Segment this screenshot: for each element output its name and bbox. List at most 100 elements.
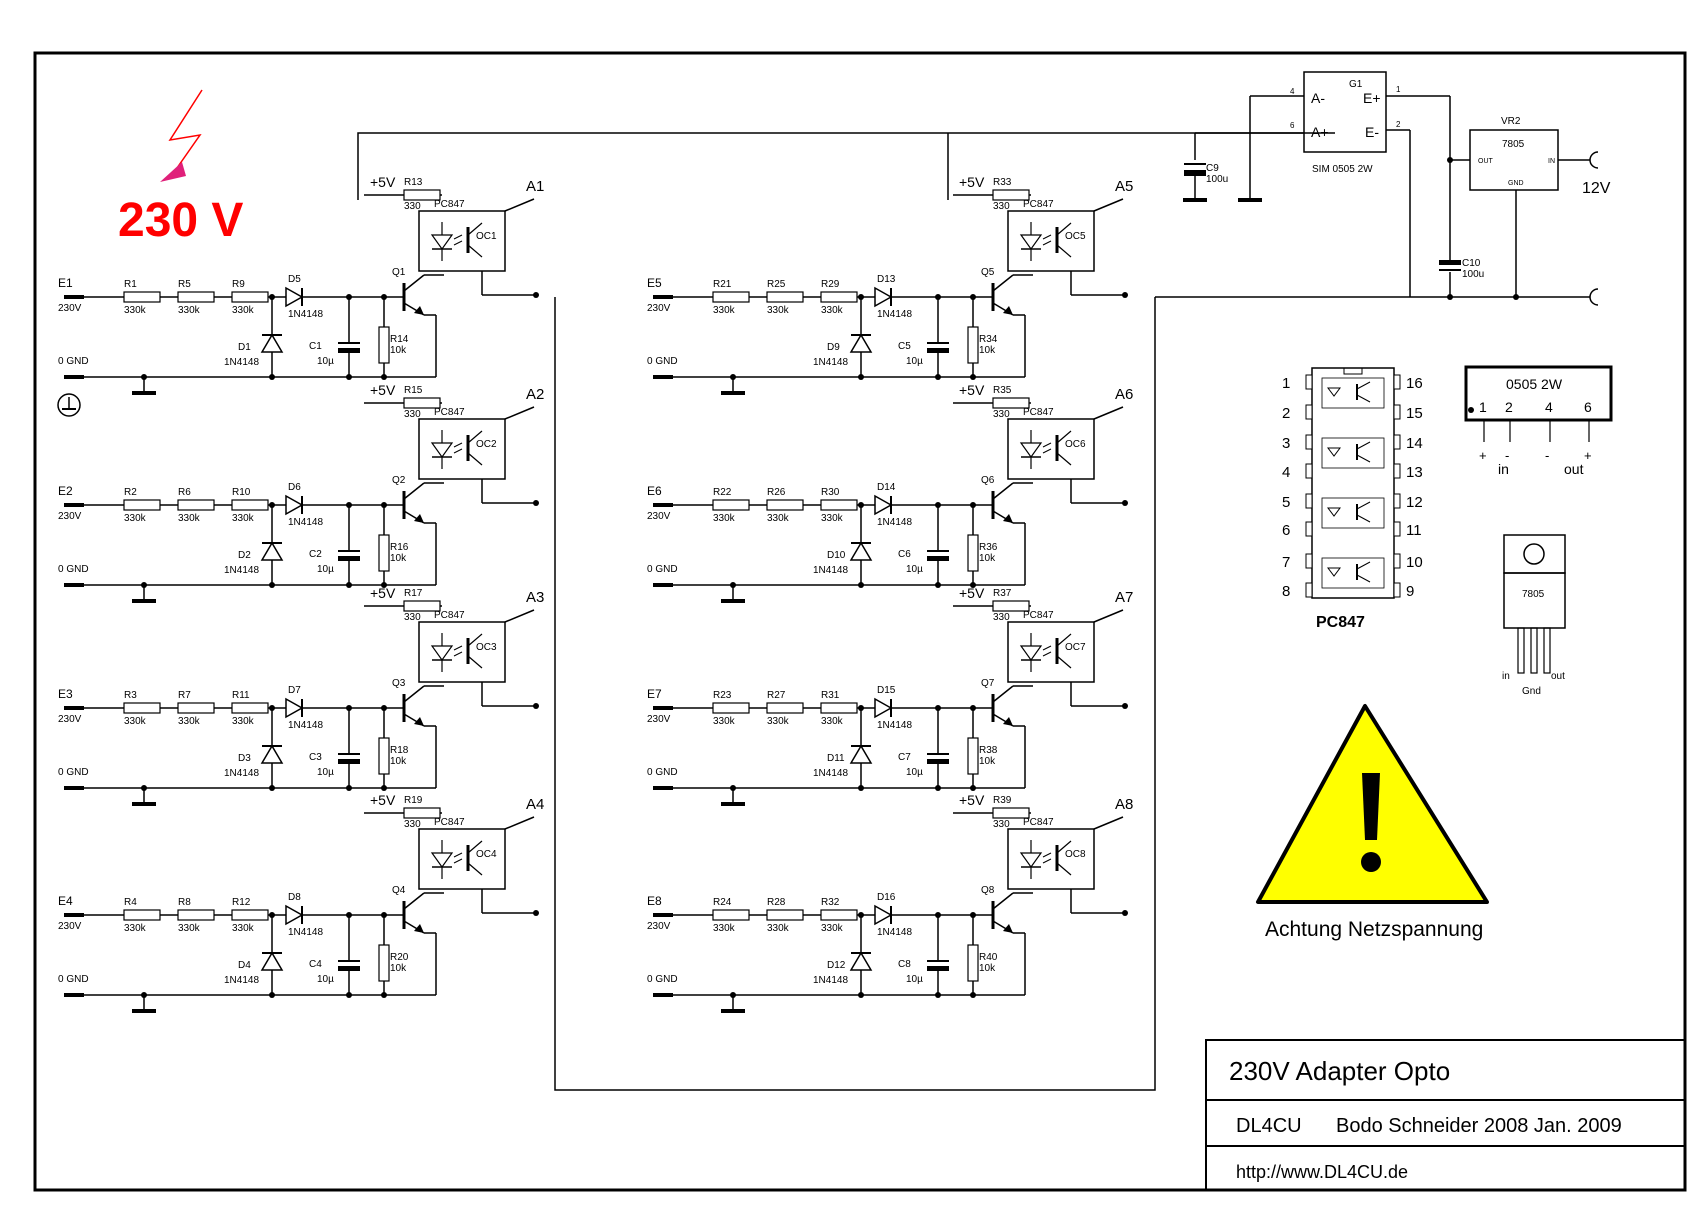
capacitor-value: 10µ bbox=[906, 356, 923, 367]
resistor-value: 330k bbox=[821, 305, 844, 316]
resistor-value: 330k bbox=[178, 923, 201, 934]
resistor-label: R38 bbox=[979, 745, 998, 756]
diode-icon bbox=[285, 904, 304, 926]
resistor-value: 330k bbox=[821, 513, 844, 524]
capacitor-value: 10µ bbox=[317, 767, 334, 778]
input-label: E4 bbox=[58, 894, 73, 908]
warning-voltage: 230 V bbox=[118, 194, 243, 247]
diode-label: D10 bbox=[827, 550, 846, 561]
resistor-value: 330 bbox=[404, 201, 421, 212]
pc847-pin-number: 7 bbox=[1282, 554, 1290, 571]
resistor-value: 330k bbox=[232, 923, 255, 934]
resistor-value: 330k bbox=[821, 923, 844, 934]
sheet-frame bbox=[33, 51, 1687, 1192]
supply-label: +5V bbox=[959, 792, 985, 808]
optocoupler-part: PC847 bbox=[434, 407, 465, 418]
resistor-value: 10k bbox=[979, 553, 996, 564]
optocoupler-label: OC2 bbox=[476, 439, 497, 450]
diode-label: D1 bbox=[238, 342, 251, 353]
pc847-pin-number: 11 bbox=[1406, 522, 1422, 539]
resistor-value: 330k bbox=[124, 923, 147, 934]
resistor-label: R11 bbox=[232, 690, 250, 701]
diode-value: 1N4148 bbox=[813, 565, 848, 576]
c9-value: 100u bbox=[1206, 174, 1228, 185]
diode-label: D11 bbox=[827, 753, 845, 764]
resistor-value: 330 bbox=[404, 409, 421, 420]
channel-4: E4230VR4330kR8330kR12330kD81N4148D41N414… bbox=[58, 792, 544, 1013]
g1-label: G1 bbox=[1349, 79, 1363, 90]
pc847-pin-number: 15 bbox=[1406, 405, 1423, 422]
capacitor-label: C7 bbox=[898, 752, 911, 763]
diode-value: 1N4148 bbox=[224, 768, 259, 779]
resistor-label: R10 bbox=[232, 487, 251, 498]
sim-pin-number: 6 bbox=[1584, 399, 1592, 415]
output-label: A8 bbox=[1115, 796, 1133, 813]
diode-label: D8 bbox=[288, 892, 301, 903]
diode-label: D14 bbox=[877, 482, 896, 493]
warning-text: Achtung Netzspannung bbox=[1265, 918, 1483, 941]
resistor-label: R13 bbox=[404, 177, 423, 188]
diode-label: D6 bbox=[288, 482, 301, 493]
lightning-icon bbox=[160, 89, 203, 182]
resistor-label: R25 bbox=[767, 279, 786, 290]
resistor-value: 10k bbox=[390, 553, 407, 564]
g1-pin4: 4 bbox=[1290, 87, 1295, 96]
resistor-value: 330k bbox=[713, 716, 736, 727]
gnd-label: 0 GND bbox=[647, 356, 678, 367]
optocoupler-part: PC847 bbox=[1023, 817, 1054, 828]
channel-5: E5230VR21330kR25330kR29330kD131N4148D91N… bbox=[647, 174, 1133, 395]
input-voltage-label: 230V bbox=[58, 921, 82, 932]
resistor-value: 10k bbox=[390, 963, 407, 974]
resistor-value: 330k bbox=[713, 305, 736, 316]
capacitor-value: 10µ bbox=[317, 356, 334, 367]
pc847-pin-number: 1 bbox=[1282, 375, 1290, 392]
resistor-value: 10k bbox=[979, 345, 996, 356]
resistor-label: R12 bbox=[232, 897, 251, 908]
resistor-value: 330k bbox=[767, 305, 790, 316]
channel-1: E1230VR1330kR5330kR9330kD51N4148D11N4148… bbox=[58, 174, 544, 395]
resistor-label: R22 bbox=[713, 487, 732, 498]
resistor-value: 330k bbox=[767, 513, 790, 524]
title-block: 230V Adapter Opto DL4CU Bodo Schneider 2… bbox=[1205, 1039, 1686, 1191]
resistor-value: 330k bbox=[178, 513, 201, 524]
g1-pin6: 6 bbox=[1290, 121, 1295, 130]
sim-pin-number: 4 bbox=[1545, 399, 1553, 415]
diode-value: 1N4148 bbox=[224, 975, 259, 986]
diode-value: 1N4148 bbox=[224, 357, 259, 368]
resistor-label: R31 bbox=[821, 690, 840, 701]
sim-pin-polarity: + bbox=[1584, 448, 1592, 463]
g1-e-minus: E- bbox=[1365, 124, 1379, 140]
resistor-label: R9 bbox=[232, 279, 245, 290]
resistor-value: 330 bbox=[404, 819, 421, 830]
resistor-label: R26 bbox=[767, 487, 786, 498]
g1-a-minus: A- bbox=[1311, 90, 1325, 106]
gnd-label: 0 GND bbox=[58, 564, 89, 575]
input-voltage-label: 230V bbox=[58, 714, 82, 725]
optocoupler-part: PC847 bbox=[434, 199, 465, 210]
sim-in-label: in bbox=[1498, 461, 1509, 477]
diode-label: D15 bbox=[877, 685, 896, 696]
capacitor-value: 10µ bbox=[317, 564, 334, 575]
diode-label: D7 bbox=[288, 685, 301, 696]
input-label: E8 bbox=[647, 894, 662, 908]
transistor-label: Q6 bbox=[981, 475, 995, 486]
pc847-pin-number: 8 bbox=[1282, 583, 1290, 600]
resistor-label: R16 bbox=[390, 542, 409, 553]
diode-value: 1N4148 bbox=[813, 357, 848, 368]
channel-8: E8230VR24330kR28330kR32330kD161N4148D121… bbox=[647, 792, 1133, 1013]
diode-icon bbox=[849, 744, 873, 764]
diode-value: 1N4148 bbox=[877, 927, 912, 938]
resistor-label: R21 bbox=[713, 279, 732, 290]
resistor-label: R33 bbox=[993, 177, 1012, 188]
sim-pin-polarity: + bbox=[1479, 448, 1487, 463]
pc847-pin-number: 16 bbox=[1406, 375, 1423, 392]
g1-pin1: 1 bbox=[1396, 85, 1401, 94]
resistor-value: 330k bbox=[232, 716, 255, 727]
capacitor-label: C6 bbox=[898, 549, 911, 560]
diode-icon bbox=[874, 286, 893, 308]
input-label: E5 bbox=[647, 276, 662, 290]
7805-pin-out: out bbox=[1551, 671, 1565, 682]
optocoupler-part: PC847 bbox=[1023, 407, 1054, 418]
output-label: A2 bbox=[526, 386, 544, 403]
